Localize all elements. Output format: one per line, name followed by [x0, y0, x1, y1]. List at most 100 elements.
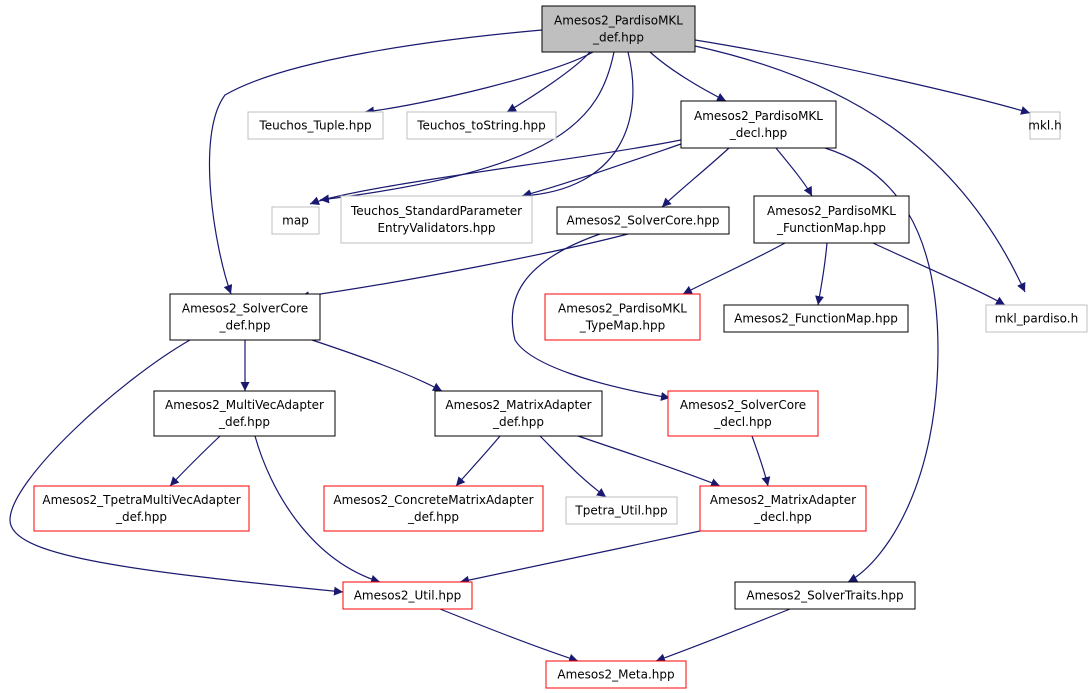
node-box: [247, 111, 384, 140]
edge-matrix_adapter_decl-to-util: [459, 530, 701, 585]
node-label-line: Teuchos_StandardParameter: [350, 204, 522, 218]
node-mkl-h[interactable]: mkl.h: [1028, 111, 1062, 140]
node-label-line: Teuchos_Tuple.hpp: [258, 119, 371, 133]
node-box: [680, 100, 837, 149]
node-box: [699, 485, 867, 532]
edge-matrix_adapter_def-to-tpetra_util: [539, 435, 607, 498]
edge-pardiso_fmap-to-functionmap: [815, 242, 828, 306]
edges-layer: [9, 29, 1031, 663]
node-label-line: _decl.hpp: [713, 415, 772, 429]
node-concrete-matrix-adapter-def[interactable]: Amesos2_ConcreteMatrixAdapter _def.hpp: [323, 485, 544, 532]
node-box: [544, 293, 701, 341]
edge-solvercore-to-solvercore_decl: [511, 233, 671, 401]
edge-util-to-meta: [439, 608, 579, 663]
node-functionmap[interactable]: Amesos2_FunctionMap.hpp: [723, 304, 909, 333]
node-label-line: _def.hpp: [115, 510, 167, 524]
node-label-line: EntryValidators.hpp: [377, 221, 495, 235]
node-tpetra-mv-adapter-def[interactable]: Amesos2_TpetraMultiVecAdapter _def.hpp: [33, 485, 250, 532]
node-label-line: _FunctionMap.hpp: [776, 221, 886, 235]
edge-solvercore-to-solvercore_def: [299, 233, 629, 301]
node-label-line: Amesos2_SolverCore: [680, 398, 806, 412]
node-box: [545, 660, 687, 689]
node-box: [323, 485, 544, 532]
node-label-line: mkl.h: [1028, 119, 1061, 133]
node-label-line: Amesos2_SolverCore: [182, 302, 308, 316]
node-box: [1029, 111, 1061, 140]
node-mv-adapter-def[interactable]: Amesos2_MultiVecAdapter _def.hpp: [153, 390, 336, 437]
edge-solvercore_def-to-util: [9, 339, 344, 596]
node-label-line: Amesos2_Meta.hpp: [557, 668, 674, 682]
node-label-line: _def.hpp: [218, 415, 270, 429]
node-label-line: _def.hpp: [592, 31, 644, 45]
edge-mv_adapter_def-to-tpetra_mv_adapter_def: [169, 435, 221, 487]
node-box: [565, 496, 678, 525]
node-label-line: Amesos2_PardisoMKL: [767, 204, 896, 218]
node-box: [734, 581, 916, 610]
edge-pardiso_def-to-teuchos_spev: [521, 51, 634, 200]
node-teuchos-tuple[interactable]: Teuchos_Tuple.hpp: [247, 111, 384, 140]
edge-pardiso_def-to-mkl_h: [694, 39, 1031, 115]
node-matrix-adapter-decl[interactable]: Amesos2_MatrixAdapter _decl.hpp: [699, 485, 867, 532]
node-label-line: Amesos2_SolverCore.hpp: [567, 214, 720, 228]
edge-solvercore_decl-to-matrix_adapter_decl: [751, 435, 771, 487]
node-matrix-adapter-def[interactable]: Amesos2_MatrixAdapter _def.hpp: [434, 390, 603, 437]
node-pardiso-typemap[interactable]: Amesos2_PardisoMKL_TypeMap.hpp: [544, 293, 701, 341]
node-mkl-pardiso[interactable]: mkl_pardiso.h: [985, 304, 1088, 333]
node-label-line: Amesos2_MultiVecAdapter: [165, 398, 324, 412]
node-solvertraits[interactable]: Amesos2_SolverTraits.hpp: [734, 581, 916, 610]
node-label-line: Amesos2_PardisoMKL: [558, 302, 687, 316]
edge-matrix_adapter_def-to-concrete_matrix_adapter_def: [455, 435, 501, 487]
node-label-line: _def.hpp: [218, 319, 270, 333]
edge-pardiso_decl-to-teuchos_spev: [521, 143, 682, 199]
node-teuchos-spev[interactable]: Teuchos_StandardParameterEntryValidators…: [340, 195, 533, 244]
node-meta[interactable]: Amesos2_Meta.hpp: [545, 660, 687, 689]
node-solvercore-decl[interactable]: Amesos2_SolverCore _decl.hpp: [667, 390, 819, 437]
node-label-line: _decl.hpp: [729, 126, 788, 140]
edge-matrix_adapter_def-to-matrix_adapter_decl: [577, 435, 721, 487]
node-box: [434, 390, 603, 437]
edge-pardiso_def-to-solvercore_def: [208, 29, 543, 295]
node-label-line: _decl.hpp: [753, 510, 812, 524]
node-teuchos-tostring[interactable]: Teuchos_toString.hpp: [406, 111, 557, 140]
edge-pardiso_decl-to-map: [309, 139, 682, 206]
edge-pardiso_def-to-mkl_pardiso: [694, 45, 1026, 293]
node-label-line: Amesos2_TpetraMultiVecAdapter: [42, 493, 240, 507]
node-box: [556, 206, 730, 235]
node-box: [153, 390, 336, 437]
node-map[interactable]: map: [271, 206, 320, 235]
node-label-line: Tpetra_Util.hpp: [574, 504, 667, 518]
node-box: [985, 304, 1088, 333]
node-label-line: Amesos2_PardisoMKL: [694, 109, 823, 123]
edge-solvercore_def-to-matrix_adapter_def: [311, 339, 443, 392]
node-label-line: mkl_pardiso.h: [995, 312, 1078, 326]
node-label-line: Amesos2_MatrixAdapter: [710, 493, 856, 507]
edge-solvertraits-to-meta: [655, 608, 791, 663]
node-label-line: _def.hpp: [492, 415, 544, 429]
node-label-line: Amesos2_PardisoMKL: [554, 14, 683, 28]
node-box: [723, 304, 909, 333]
node-box: [33, 485, 250, 532]
node-solvercore-def[interactable]: Amesos2_SolverCore _def.hpp: [169, 293, 321, 341]
node-box: [753, 195, 910, 244]
node-pardiso-fmap[interactable]: Amesos2_PardisoMKL _FunctionMap.hpp: [753, 195, 910, 244]
node-solvercore[interactable]: Amesos2_SolverCore.hpp: [556, 206, 730, 235]
node-pardiso-def[interactable]: Amesos2_PardisoMKL _def.hpp: [541, 5, 696, 53]
edge-pardiso_fmap-to-pardiso_typemap: [682, 242, 786, 295]
node-box: [271, 206, 320, 235]
node-label-line: map: [282, 214, 309, 228]
edge-pardiso_fmap-to-mkl_pardiso: [872, 242, 1006, 306]
edge-pardiso_def-to-teuchos_tuple: [364, 51, 594, 116]
edge-mv_adapter_def-to-util: [254, 435, 381, 584]
node-label-line: Amesos2_FunctionMap.hpp: [734, 312, 898, 326]
node-util[interactable]: Amesos2_Util.hpp: [342, 581, 473, 610]
node-label-line: Amesos2_ConcreteMatrixAdapter: [333, 493, 533, 507]
node-label-line: _def.hpp: [407, 510, 459, 524]
node-label-line: Amesos2_Util.hpp: [354, 589, 462, 603]
node-tpetra-util[interactable]: Tpetra_Util.hpp: [565, 496, 678, 525]
node-label-line: Amesos2_MatrixAdapter: [445, 398, 591, 412]
edge-pardiso_decl-to-solvertraits: [824, 147, 939, 583]
node-label-line: Amesos2_SolverTraits.hpp: [746, 589, 903, 603]
node-pardiso-decl[interactable]: Amesos2_PardisoMKL _decl.hpp: [680, 100, 837, 149]
edge-pardiso_decl-to-solvercore: [661, 147, 730, 208]
